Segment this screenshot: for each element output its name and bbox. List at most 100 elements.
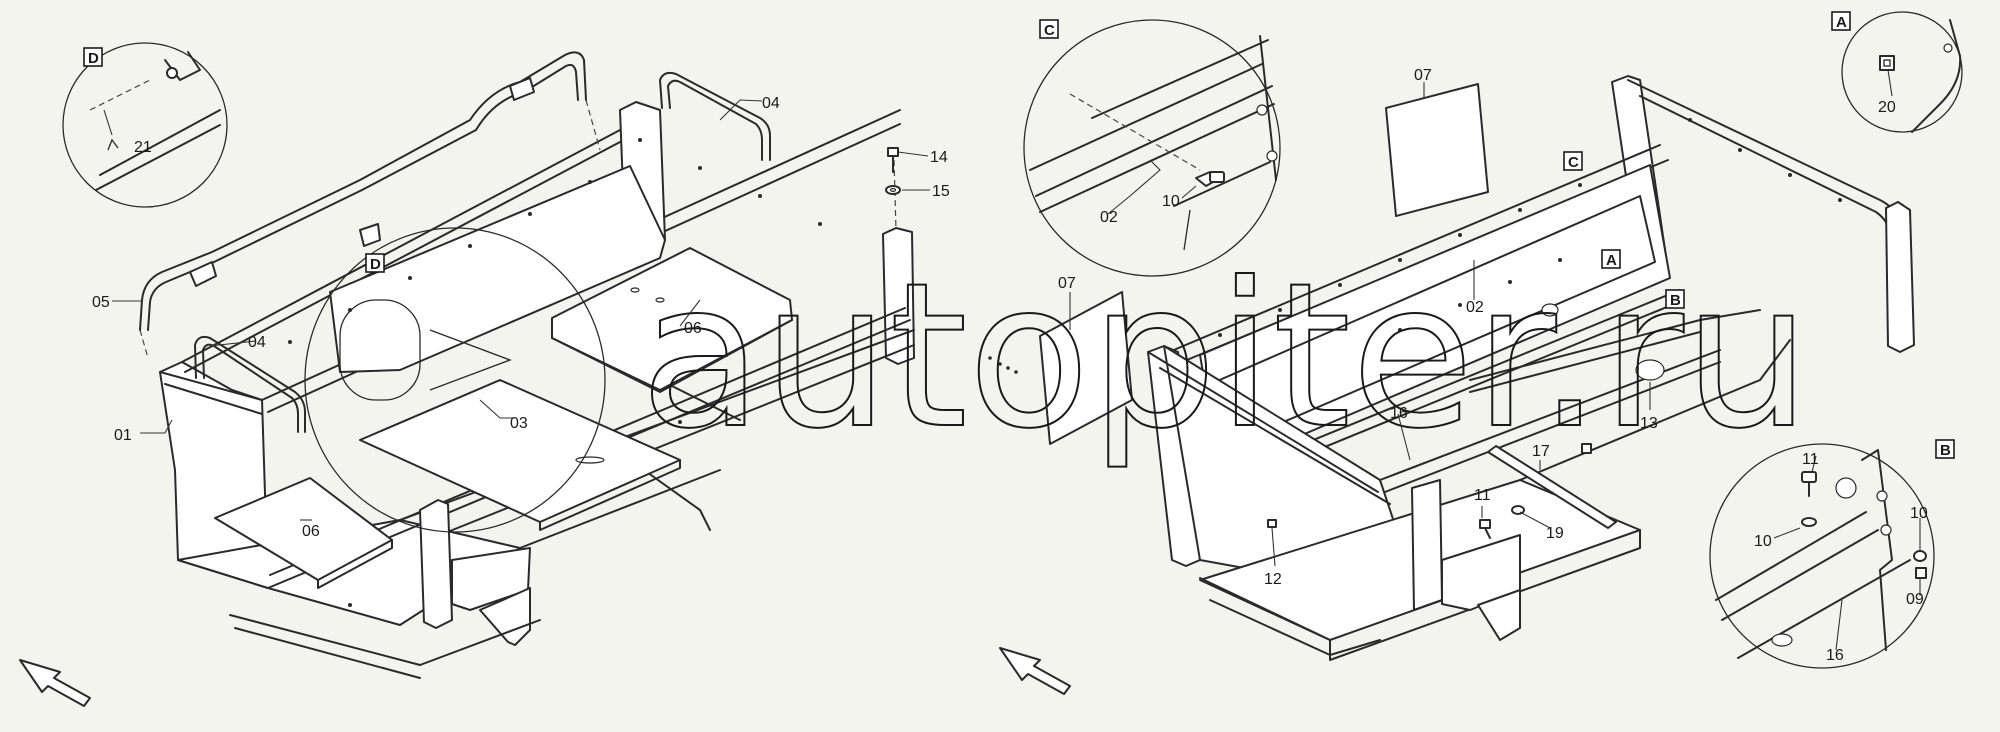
callout-02-frame: 02 xyxy=(1466,299,1484,316)
frame-top-rail-left xyxy=(181,129,621,373)
callout-05: 05 xyxy=(92,294,110,311)
detail-c-view xyxy=(1023,19,1281,277)
right-far-post xyxy=(1885,201,1915,353)
frame-bracket-lower xyxy=(479,587,531,646)
frame-holes-right xyxy=(1218,118,1842,337)
grab-handle-upper-inner xyxy=(667,79,763,161)
svg-text:B: B xyxy=(1940,442,1951,459)
bolt-icon xyxy=(1915,567,1927,579)
seat-slot xyxy=(575,456,605,464)
callout-17: 17 xyxy=(1532,443,1550,460)
washer-icon xyxy=(1913,550,1927,562)
callout-11-detail-b: 11 xyxy=(1802,451,1819,468)
watermark-text: autopiter.ru xyxy=(640,240,1811,473)
right-bracket-a xyxy=(1411,479,1443,611)
direction-arrow-icon xyxy=(999,647,1071,695)
right-front-ledge xyxy=(1199,577,1381,656)
grab-handle-upper xyxy=(659,71,771,161)
callout-11-frame: 11 xyxy=(1474,487,1491,504)
callout-21: 21 xyxy=(134,139,152,156)
washer-icon xyxy=(885,185,901,195)
panel-cutout xyxy=(1635,359,1665,381)
grab-handle-lower xyxy=(194,335,306,433)
callout-10-detail-b-left: 10 xyxy=(1754,533,1772,550)
detail-tag-b-frame: B xyxy=(1665,289,1685,309)
bar-bracket-b xyxy=(509,77,535,101)
panel-cutout xyxy=(1541,303,1559,317)
label-panel-07-middle xyxy=(1039,291,1133,445)
callout-04-upper: 04 xyxy=(762,95,780,112)
detail-d-highlight-ring xyxy=(304,227,606,533)
callout-10-detail-c: 10 xyxy=(1162,193,1180,210)
detail-a-view xyxy=(1841,11,1963,133)
detail-d-view xyxy=(62,42,228,208)
detail-tag-b-detail: B xyxy=(1935,439,1955,459)
svg-text:C: C xyxy=(1044,22,1055,39)
assembly-line xyxy=(139,329,149,359)
frame-bracket-front xyxy=(451,547,531,611)
bar-bracket-a xyxy=(189,261,217,287)
bar-bracket-c xyxy=(359,223,381,247)
callout-16-detail-b: 16 xyxy=(1826,647,1844,664)
washer-icon xyxy=(1801,517,1817,527)
bolt-icon xyxy=(1581,443,1592,454)
svg-text:D: D xyxy=(88,50,99,67)
detail-tag-d-frame: D xyxy=(365,253,385,273)
detail-tag-a-detail: A xyxy=(1831,11,1851,31)
callout-01: 01 xyxy=(114,427,132,444)
callout-06-upper: 06 xyxy=(684,320,702,337)
right-cross-member xyxy=(1469,309,1791,481)
callout-16-frame: 16 xyxy=(1390,405,1408,422)
right-diagonal-brace xyxy=(1147,351,1391,505)
right-bracket-c xyxy=(1477,589,1521,641)
callout-10-detail-b-right: 10 xyxy=(1910,505,1928,522)
left-frame-assembly xyxy=(139,51,915,679)
callout-14: 14 xyxy=(930,149,948,166)
callout-02-detail: 02 xyxy=(1100,209,1118,226)
bolt-icon xyxy=(1195,171,1225,187)
bolt-icon xyxy=(1267,519,1277,528)
panel-07-dots xyxy=(988,356,1018,374)
callout-03: 03 xyxy=(510,415,528,432)
detail-b-view xyxy=(1709,443,1935,669)
seat-panel-lower-edge xyxy=(317,539,393,589)
seat-panel-middle xyxy=(359,379,681,523)
detail-tag-a-frame: A xyxy=(1601,249,1621,269)
safety-bar xyxy=(139,51,587,331)
leader-lines xyxy=(103,69,1921,651)
svg-text:A: A xyxy=(1836,14,1847,31)
svg-text:D: D xyxy=(370,256,381,273)
callout-19: 19 xyxy=(1546,525,1564,542)
callout-07-middle: 07 xyxy=(1058,275,1076,292)
assembly-line xyxy=(893,159,897,231)
callout-labels: 21 05 04 01 04 06 06 03 14 15 07 07 02 1… xyxy=(92,67,1928,664)
watermark-logo xyxy=(339,299,512,401)
seat-hole xyxy=(630,287,640,293)
svg-text:A: A xyxy=(1606,252,1617,269)
callout-09: 09 xyxy=(1906,591,1924,608)
callout-06-lower: 06 xyxy=(302,523,320,540)
bolt-icon xyxy=(1801,471,1817,497)
frame-back-panel xyxy=(329,165,666,373)
callout-12: 12 xyxy=(1264,571,1282,588)
strip-part-17 xyxy=(1487,445,1617,529)
callout-15: 15 xyxy=(932,183,950,200)
right-back-wall-inner xyxy=(1214,195,1656,446)
label-panel-07-top xyxy=(1385,83,1489,217)
seat-panel-upper-edge xyxy=(551,319,793,393)
frame-bottom-ledge xyxy=(229,614,541,679)
svg-text:B: B xyxy=(1670,292,1681,309)
detail-tag-d-left: D xyxy=(83,47,103,67)
callout-04-lower: 04 xyxy=(248,334,266,351)
seat-hole xyxy=(655,297,665,303)
svg-text:C: C xyxy=(1568,154,1579,171)
frame-front-crossbar xyxy=(159,371,263,415)
callout-07-top: 07 xyxy=(1414,67,1432,84)
bolt-icon xyxy=(1479,519,1491,539)
callout-13: 13 xyxy=(1640,415,1658,432)
direction-arrow-icon xyxy=(19,659,91,707)
grab-handle-lower-inner xyxy=(202,343,299,433)
safety-bar-inner xyxy=(147,63,579,331)
right-frame-assembly xyxy=(1147,75,1915,661)
